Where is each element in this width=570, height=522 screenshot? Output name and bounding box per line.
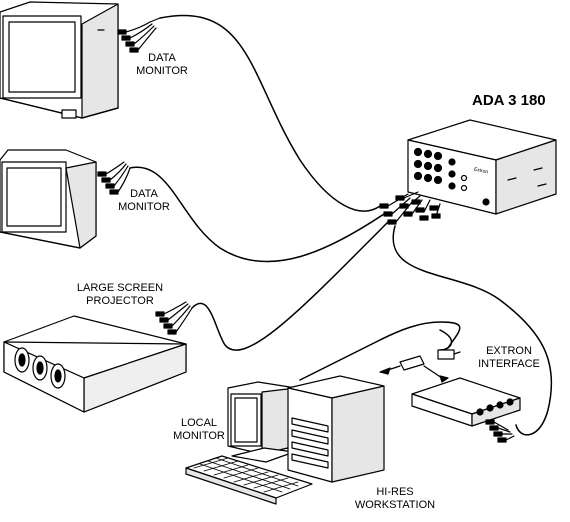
- cable-to-interface: [392, 225, 553, 436]
- ada-3-180-device: [407, 119, 557, 215]
- adapter-plugs: [379, 349, 461, 383]
- data-monitor-2-label-line2: MONITOR: [118, 201, 170, 213]
- workstation-label-line1: HI-RES: [376, 486, 414, 498]
- cable-to-monitor-2: [129, 166, 385, 263]
- monitor-2-connectors: [97, 161, 131, 195]
- projector-connectors: [155, 301, 193, 335]
- local-monitor-label: LOCAL MONITOR: [164, 417, 234, 443]
- data-monitor-1-illustration: [0, 1, 119, 119]
- data-monitor-2-label: DATA MONITOR: [108, 188, 180, 214]
- cable-to-projector: [191, 221, 389, 351]
- extron-interface-label-line2: INTERFACE: [478, 358, 540, 370]
- projector-label: LARGE SCREEN PROJECTOR: [62, 282, 178, 308]
- projector-label-line1: LARGE SCREEN: [76, 282, 164, 294]
- data-monitor-2-label-line1: DATA: [130, 188, 158, 200]
- extron-interface-label: EXTRON INTERFACE: [464, 345, 554, 371]
- extron-interface-device: [411, 377, 521, 427]
- workstation-label-line2: WORKSTATION: [354, 499, 436, 511]
- local-monitor-illustration: [227, 381, 297, 463]
- ada-output-connectors: [379, 191, 441, 225]
- extron-interface-label-line1: EXTRON: [486, 345, 532, 357]
- workstation-tower: [287, 375, 385, 483]
- keyboard-illustration: [185, 455, 313, 505]
- projector-illustration: [3, 315, 187, 413]
- data-monitor-1-label-line1: DATA: [148, 52, 176, 64]
- cable-interface-loop: [439, 329, 453, 351]
- cable-to-monitor-1: [159, 14, 381, 212]
- interface-input-connectors: [485, 419, 515, 443]
- data-monitor-2-illustration: [0, 149, 97, 249]
- projector-label-line2: PROJECTOR: [86, 295, 154, 307]
- data-monitor-1-label: DATA MONITOR: [126, 52, 198, 78]
- monitor-1-connectors: [117, 17, 161, 53]
- cables: [129, 14, 553, 436]
- cable-to-workstation: [299, 321, 461, 381]
- local-monitor-label-line2: MONITOR: [173, 430, 225, 442]
- device-model-title: ADA 3 180: [472, 92, 546, 109]
- local-monitor-label-line1: LOCAL: [180, 417, 218, 429]
- data-monitor-1-label-line2: MONITOR: [136, 65, 188, 77]
- workstation-label: HI-RES WORKSTATION: [340, 486, 450, 512]
